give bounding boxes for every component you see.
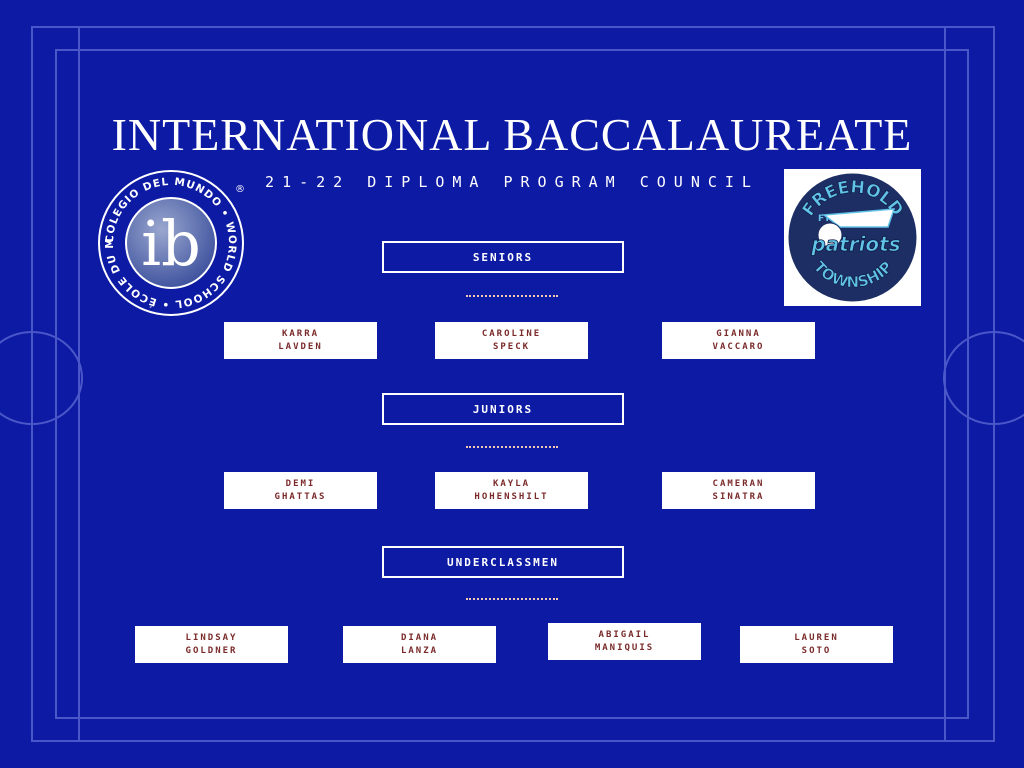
member-last-name: LAVDEN [278, 341, 323, 352]
member-card: CAROLINE SPECK [435, 322, 588, 359]
member-first-name: KARRA [281, 328, 320, 339]
member-last-name: SINATRA [712, 491, 765, 502]
member-last-name: GHATTAS [274, 491, 327, 502]
ib-world-school-logo: COLEGIO DEL MUNDO • WORLD SCHOOL • ÉCOLE… [96, 168, 245, 316]
member-first-name: LAUREN [794, 632, 839, 643]
registered-mark: ® [235, 184, 245, 195]
member-first-name: GIANNA [716, 328, 761, 339]
member-last-name: SOTO [801, 645, 832, 656]
member-last-name: GOLDNER [185, 645, 238, 656]
dotted-divider [466, 295, 558, 301]
member-first-name: ABIGAIL [598, 629, 651, 640]
member-last-name: MANIQUIS [594, 642, 655, 653]
member-first-name: LINDSAY [185, 632, 238, 643]
freehold-patriots-logo: FREEHOLD FT patriots TOWNSHIP [784, 169, 921, 306]
logo-middle-text: patriots [810, 232, 900, 256]
member-card: DIANA LANZA [343, 626, 496, 663]
section-underclassmen-header: UNDERCLASSMEN [382, 546, 624, 578]
section-seniors-header: SENIORS [382, 241, 624, 273]
member-card: LAUREN SOTO [740, 626, 893, 663]
member-card: GIANNA VACCARO [662, 322, 815, 359]
member-card: KAYLA HOHENSHILT [435, 472, 588, 509]
member-card: DEMI GHATTAS [224, 472, 377, 509]
member-first-name: DIANA [400, 632, 439, 643]
section-juniors-header: JUNIORS [382, 393, 624, 425]
member-card: LINDSAY GOLDNER [135, 626, 288, 663]
member-card: CAMERAN SINATRA [662, 472, 815, 509]
page-subtitle: 21-22 DIPLOMA PROGRAM COUNCIL [265, 173, 759, 191]
member-card: ABIGAIL MANIQUIS [548, 623, 701, 660]
dotted-divider [466, 598, 558, 604]
member-first-name: KAYLA [492, 478, 531, 489]
member-last-name: HOHENSHILT [474, 491, 549, 502]
member-last-name: SPECK [492, 341, 531, 352]
member-first-name: DEMI [285, 478, 316, 489]
member-first-name: CAMERAN [712, 478, 765, 489]
ib-center-letters: ib [141, 207, 201, 280]
member-last-name: LANZA [400, 645, 439, 656]
member-last-name: VACCARO [712, 341, 765, 352]
logo-small-text: FT [818, 214, 831, 224]
member-first-name: CAROLINE [481, 328, 542, 339]
dotted-divider [466, 446, 558, 452]
member-card: KARRA LAVDEN [224, 322, 377, 359]
page-title: INTERNATIONAL BACCALAUREATE [111, 109, 913, 160]
